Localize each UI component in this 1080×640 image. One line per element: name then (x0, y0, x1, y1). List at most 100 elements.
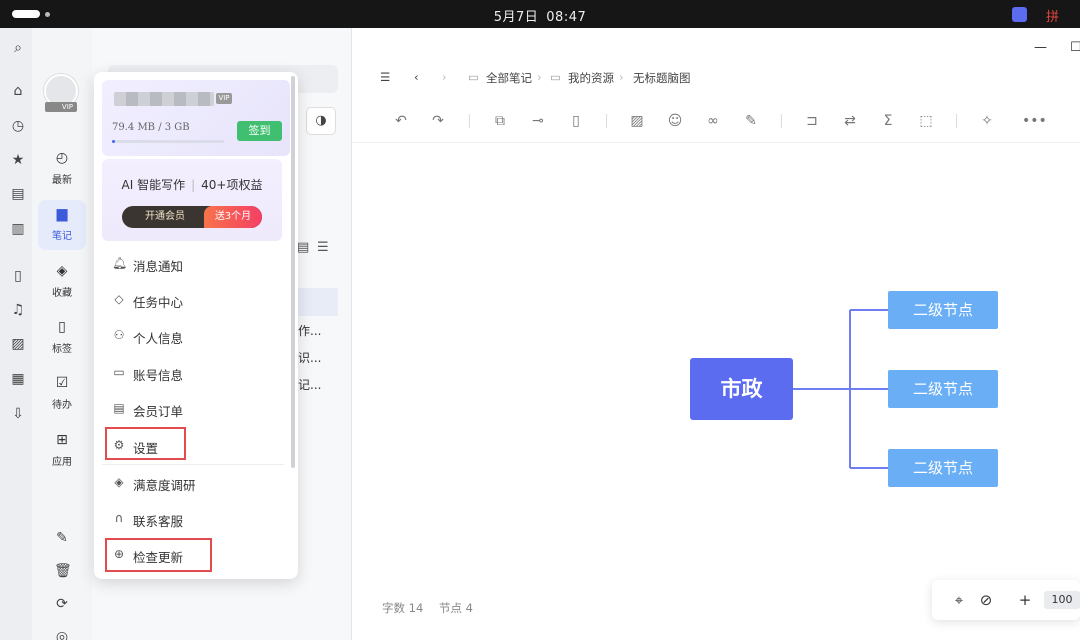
summary-icon[interactable]: ⊐ (806, 113, 818, 129)
menu-item-label: 联系客服 (133, 514, 184, 529)
emoji-icon[interactable]: ☺ (667, 113, 683, 129)
menu-item-label: 会员订单 (133, 404, 184, 419)
zoom-level[interactable]: 100 (1044, 591, 1080, 609)
video-icon[interactable]: ▦ (11, 371, 25, 387)
nav-item-label: 标签 (52, 344, 72, 355)
breadcrumb-item[interactable]: 全部笔记 (486, 71, 532, 85)
menu-item-label: 满意度调研 (133, 478, 196, 493)
relation-icon[interactable]: ⇄ (844, 113, 856, 129)
star-icon[interactable]: ★ (11, 152, 25, 168)
document-stats: 字数 14 节点 4 (382, 600, 485, 616)
layers-icon: ◈ (114, 475, 124, 489)
redo-icon[interactable]: ↷ (432, 113, 444, 129)
view-toggle-icon[interactable]: ▤ (297, 240, 310, 255)
menu-item-survey[interactable]: ◈ 满意度调研 (102, 468, 286, 498)
list-item[interactable]: 作... (298, 324, 322, 338)
home-icon[interactable]: ⌂ (13, 83, 23, 99)
nav-item-label: 待办 (52, 400, 72, 411)
checkin-button[interactable]: 签到 (237, 121, 282, 141)
search-icon[interactable]: ⌕ (14, 40, 22, 56)
status-dot-icon (45, 12, 50, 17)
trash-icon[interactable]: 🗑︎ (54, 563, 72, 579)
mindmap-child-node[interactable]: 二级节点 (888, 370, 998, 408)
menu-item-personal-info[interactable]: ⚇ 个人信息 (102, 321, 286, 351)
nav-item-todo[interactable]: ☑ 待办 (38, 369, 86, 419)
image-icon[interactable]: ▨ (11, 336, 25, 352)
forward-icon[interactable]: › (442, 70, 447, 84)
sync-icon[interactable]: ⟳ (56, 596, 68, 612)
menu-item-account-info[interactable]: ▭ 账号信息 (102, 358, 286, 388)
frame-icon[interactable]: ⬚ (919, 113, 933, 129)
breadcrumb-item[interactable]: 我的资源 (568, 71, 614, 85)
storage-progress-bar (112, 140, 224, 143)
breadcrumb-separator-icon: › (537, 70, 542, 84)
document-icon[interactable]: ▯ (14, 268, 22, 284)
back-icon[interactable]: ‹ (414, 70, 419, 84)
connector-line (793, 309, 888, 469)
toolbar-divider (606, 114, 607, 128)
clipboard-icon: ▤ (113, 401, 125, 415)
selected-list-item[interactable] (292, 288, 338, 316)
mindmap-child-node[interactable]: 二级节点 (888, 449, 998, 487)
drive-icon[interactable]: ▤ (11, 186, 25, 202)
trash-bag-icon[interactable]: ▥ (11, 221, 25, 237)
maximize-button[interactable]: ☐ (1070, 40, 1080, 55)
menu-scrollbar[interactable] (291, 76, 295, 468)
date-text: 5月7日 (493, 10, 539, 25)
nav-item-label: 收藏 (52, 288, 72, 299)
promo-separator: | (191, 178, 196, 192)
nav-item-notes[interactable]: ▆ 笔记 (38, 200, 86, 250)
nav-item-recent[interactable]: ◴ 最新 (38, 144, 86, 194)
formula-icon[interactable]: Σ (883, 113, 893, 129)
promo-left: AI 智能写作 (121, 178, 186, 192)
note-edit-icon[interactable]: ✎ (745, 113, 757, 129)
nav-item-apps[interactable]: ⊞ 应用 (38, 426, 86, 476)
node-count: 节点 4 (438, 601, 473, 615)
import-button[interactable]: ◑ (306, 107, 336, 135)
input-method-indicator[interactable]: 拼 (1046, 10, 1060, 25)
link-icon[interactable]: ∞ (707, 113, 719, 129)
storage-progress-fill (112, 140, 115, 143)
nav-item-favorites[interactable]: ◈ 收藏 (38, 257, 86, 307)
magic-wand-icon[interactable]: ✧ (981, 113, 993, 129)
mindmap-child-node[interactable]: 二级节点 (888, 291, 998, 329)
tools-icon[interactable]: ✎ (56, 530, 68, 546)
locate-center-icon[interactable]: ⌖ (954, 591, 964, 609)
nav-item-tags[interactable]: ▯ 标签 (38, 313, 86, 363)
multitask-pill-icon[interactable] (12, 10, 40, 18)
image-insert-icon[interactable]: ▨ (630, 113, 644, 129)
highlight-box-check-update (105, 538, 212, 572)
add-sibling-node-icon[interactable]: ⊸ (532, 113, 544, 129)
promo-text: AI 智能写作|40+项权益 (102, 176, 282, 193)
list-item[interactable]: 记... (298, 378, 322, 392)
open-membership-label: 开通会员 (145, 211, 185, 222)
zoom-in-icon[interactable]: + (1018, 591, 1032, 609)
highlight-box-settings (105, 427, 186, 460)
list-item[interactable]: 识... (298, 351, 322, 365)
undo-icon[interactable]: ↶ (395, 113, 407, 129)
download-icon[interactable]: ⇩ (12, 406, 24, 422)
menu-item-label: 账号信息 (133, 368, 184, 383)
open-membership-button[interactable]: 开通会员 送3个月 (122, 206, 262, 228)
minimize-button[interactable]: — (1034, 40, 1047, 55)
history-icon[interactable]: ◷ (11, 118, 25, 134)
menu-item-task-center[interactable]: ◇ 任务中心 (102, 285, 286, 315)
settings-bottom-icon[interactable]: ◎ (55, 629, 69, 640)
add-child-node-icon[interactable]: ⧉ (495, 113, 505, 129)
sort-icon[interactable]: ☰ (317, 240, 329, 255)
navigator-icon[interactable]: ⊘ (979, 591, 993, 609)
app-indicator-icon[interactable] (1012, 7, 1027, 22)
menu-item-label: 任务中心 (133, 295, 184, 310)
os-side-rail: ⌕ ⌂ ◷ ★ ▤ ▥ ▯ ♫ ▨ ▦ ⇩ (0, 28, 32, 640)
menu-item-customer-service[interactable]: ∩ 联系客服 (102, 504, 286, 534)
menu-item-check-update[interactable]: ⊕ 检查更新 (102, 540, 286, 570)
delete-node-icon[interactable]: ▯ (572, 113, 580, 129)
outline-toggle-icon[interactable]: ☰ (380, 70, 391, 84)
music-icon[interactable]: ♫ (11, 302, 25, 318)
menu-item-settings[interactable]: ⚙ 设置 (102, 431, 286, 461)
menu-item-notifications[interactable]: 🔔︎ 消息通知 (102, 249, 286, 279)
laptop-icon: ▭ (113, 365, 125, 379)
menu-item-member-orders[interactable]: ▤ 会员订单 (102, 394, 286, 424)
tag-icon: ▯ (58, 319, 66, 335)
mindmap-root-node[interactable]: 市政 (690, 358, 793, 420)
